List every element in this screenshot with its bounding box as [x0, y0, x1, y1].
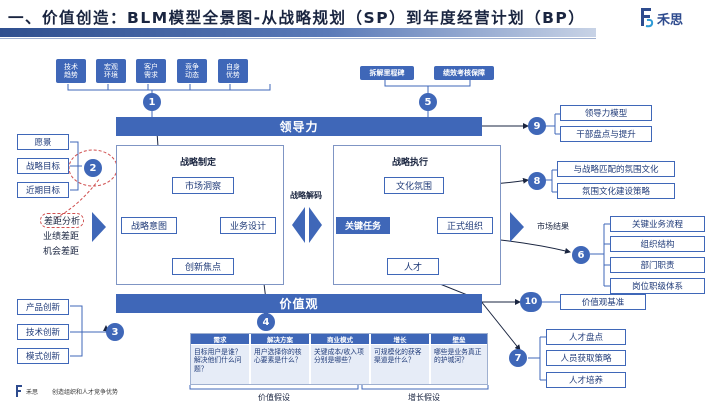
- execution-heading: 战略执行: [392, 158, 429, 168]
- leadership-band: 领导力: [116, 117, 482, 136]
- gap-analysis-label: 差距分析: [40, 213, 85, 228]
- node-innovation-focus: 创新焦点: [172, 258, 234, 275]
- cadre-review-item: 干部盘点与提升: [560, 126, 652, 142]
- node-key-tasks: 关键任务: [336, 217, 390, 234]
- step-2-badge: 2: [84, 159, 102, 177]
- strategy-heading: 战略制定: [180, 158, 217, 168]
- talent-acquire-item: 人员获取策略: [546, 350, 626, 366]
- footer-brand: 禾思: [26, 389, 39, 396]
- job-level-item: 岗位职级体系: [610, 278, 705, 294]
- logo: 禾思: [637, 6, 697, 28]
- step-7-badge: 7: [509, 349, 527, 367]
- goal-strategic: 战略目标: [17, 158, 69, 174]
- step-6-badge: 6: [572, 246, 590, 264]
- culture-build-item: 氛围文化建设策略: [557, 183, 675, 199]
- tech-innovation: 技术创新: [17, 324, 69, 340]
- model-innovation: 模式创新: [17, 348, 69, 364]
- leadership-model-item: 领导力模型: [560, 105, 652, 121]
- top-item-competition: 竞争 动态: [177, 59, 207, 83]
- value-hypothesis-label: 价值假设: [258, 393, 290, 402]
- table-header: 增长: [371, 334, 429, 344]
- node-business-design: 业务设计: [220, 217, 276, 234]
- top-item-tech-trend: 技术 趋势: [56, 59, 86, 83]
- node-formal-org: 正式组织: [437, 217, 493, 234]
- decode-label: 战略解码: [290, 191, 322, 200]
- values-band: 价值观: [116, 294, 482, 313]
- table-cell: 可规模化的获客渠道是什么？: [371, 345, 429, 384]
- dept-duty-item: 部门职责: [610, 257, 705, 273]
- footer-logo-icon: [16, 385, 22, 397]
- value-baseline-item: 价值观基准: [560, 294, 646, 310]
- goal-vision: 愿景: [17, 134, 69, 150]
- step-10-badge: 10: [520, 292, 542, 312]
- top-item-customer-need: 客户 需求: [136, 59, 166, 83]
- hypothesis-table: 需求 解决方案 商业模式 增长 壁垒 目标用户是谁？解决他们什么问题？ 用户选择…: [190, 333, 488, 385]
- table-cell: 用户选择你的核心要素是什么？: [251, 345, 309, 384]
- step-1-badge: 1: [143, 93, 161, 111]
- table-header: 壁垒: [431, 334, 487, 344]
- logo-mark-icon: [641, 8, 654, 28]
- top-item-performance: 绩效考核保障: [434, 66, 494, 80]
- decode-arrows-icon: [292, 207, 322, 243]
- market-chevron-icon: [510, 212, 524, 242]
- step-3-badge: 3: [106, 323, 124, 341]
- market-result-label: 市场结果: [537, 222, 569, 231]
- table-header: 需求: [191, 334, 249, 344]
- footer-slogan: 创造组织和人才竞争优势: [52, 389, 119, 396]
- product-innovation: 产品创新: [17, 299, 69, 315]
- step-4-badge: 4: [257, 313, 275, 331]
- page-title: 一、价值创造：BLM模型全景图-从战略规划（SP）到年度经营计划（BP）: [8, 9, 586, 27]
- header-bar: [0, 28, 596, 39]
- performance-gap-label: 业绩差距: [43, 232, 80, 242]
- growth-hypothesis-label: 增长假设: [408, 393, 440, 402]
- talent-develop-item: 人才培养: [546, 372, 626, 388]
- node-strategic-intent: 战略意图: [121, 217, 177, 234]
- step-9-badge: 9: [528, 117, 546, 135]
- logo-name: 禾思: [657, 13, 684, 28]
- chevron-right-icon: [92, 212, 106, 242]
- org-structure-item: 组织结构: [610, 236, 705, 252]
- top-item-self-advantage: 自身 优势: [218, 59, 248, 83]
- table-cell: 哪些是业务真正的护城河？: [431, 345, 487, 384]
- table-header: 解决方案: [251, 334, 309, 344]
- node-culture: 文化氛围: [384, 177, 444, 194]
- culture-match-item: 与战略匹配的氛围文化: [557, 161, 675, 177]
- table-cell: 目标用户是谁？解决他们什么问题？: [191, 345, 249, 384]
- step-8-badge: 8: [528, 172, 546, 190]
- goal-near-term: 近期目标: [17, 182, 69, 198]
- talent-review-item: 人才盘点: [546, 329, 626, 345]
- top-item-macro-env: 宏观 环境: [96, 59, 126, 83]
- table-header: 商业模式: [311, 334, 369, 344]
- table-cell: 关键成本/收入项分别是哪些？: [311, 345, 369, 384]
- key-process-item: 关键业务流程: [610, 216, 705, 232]
- node-talent: 人才: [387, 258, 439, 275]
- top-item-milestone: 拆解里程碑: [360, 66, 414, 80]
- node-market-insight: 市场洞察: [172, 177, 234, 194]
- step-5-badge: 5: [419, 93, 437, 111]
- opportunity-gap-label: 机会差距: [43, 247, 80, 257]
